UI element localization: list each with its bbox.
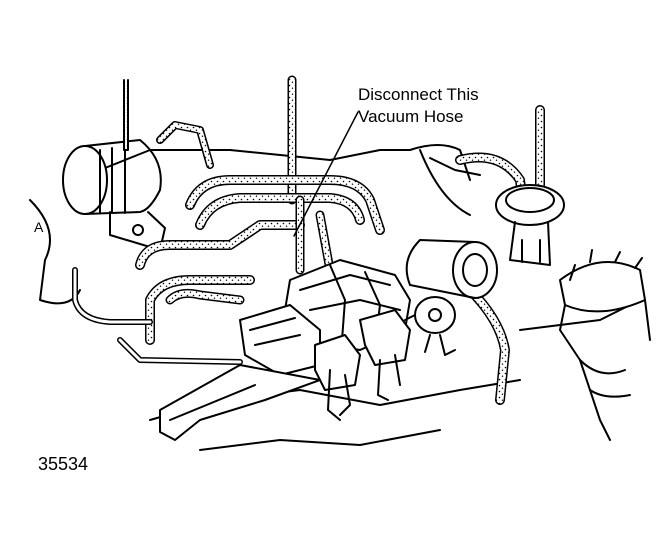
electrical-connectors <box>239 304 411 421</box>
vacuum-hose-bundle <box>135 175 385 345</box>
canister-cylinder <box>62 139 162 215</box>
figure-number: 35534 <box>38 454 89 474</box>
callout-line-2: Vacuum Hose <box>358 107 464 126</box>
radiator-cap <box>559 249 651 441</box>
mounting-plate <box>159 364 321 441</box>
solenoid-right <box>405 239 498 299</box>
vacuum-tube-left <box>123 79 129 151</box>
edge-mark: A <box>34 219 44 235</box>
callout-leader-line <box>293 111 359 237</box>
callout-label: Disconnect This Vacuum Hose <box>358 84 479 128</box>
callout-line-1: Disconnect This <box>358 85 479 104</box>
vacuum-valve-right <box>495 184 565 266</box>
